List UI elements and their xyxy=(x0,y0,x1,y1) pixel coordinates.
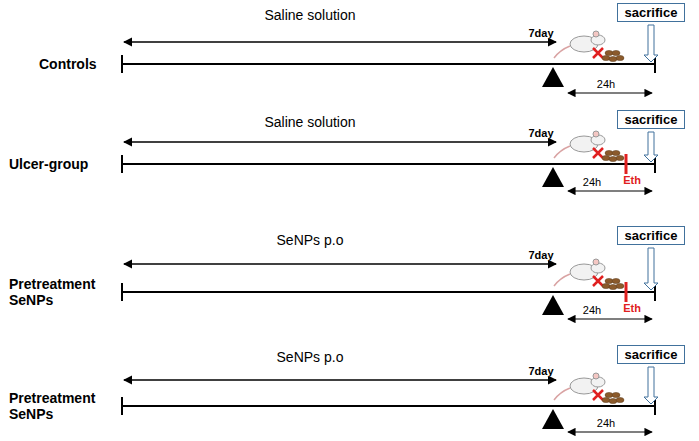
fasting-arrow xyxy=(568,92,652,93)
time-label: 24h xyxy=(582,304,602,317)
timeline xyxy=(122,63,655,65)
period-arrow xyxy=(124,141,556,142)
time-label: 7day xyxy=(527,127,554,140)
timeline-tick xyxy=(121,155,123,173)
period-arrow xyxy=(124,379,556,380)
sacrifice-arrow xyxy=(644,132,658,162)
fasting-arrow xyxy=(568,318,652,319)
no-food-cross xyxy=(593,390,603,400)
timeline-tick xyxy=(121,283,123,301)
box-text: sacrifice xyxy=(625,112,678,127)
marker-triangle xyxy=(542,409,564,429)
period-arrow xyxy=(124,263,556,264)
timeline-row xyxy=(122,248,658,319)
timeline xyxy=(122,163,655,165)
food-pellets xyxy=(602,50,624,61)
ethanol-mark xyxy=(625,282,628,302)
rat-icon xyxy=(554,131,605,158)
no-food-cross xyxy=(593,276,603,286)
fasting-arrow xyxy=(568,190,652,191)
sacrifice-box: sacrifice xyxy=(617,226,686,245)
group-label: Pretreatment SeNPs xyxy=(8,390,110,422)
rat-icon xyxy=(554,373,605,400)
period-arrow xyxy=(124,41,556,42)
timeline xyxy=(122,291,655,293)
time-label: 24h xyxy=(596,417,616,430)
time-label: 7day xyxy=(527,27,554,40)
sacrifice-arrow xyxy=(644,367,658,404)
marker-triangle xyxy=(542,67,564,87)
sacrifice-arrow xyxy=(644,25,658,62)
food-pellets xyxy=(602,150,624,161)
fasting-arrow xyxy=(568,431,652,432)
sacrifice-box: sacrifice xyxy=(617,345,686,364)
group-label: Ulcer-group xyxy=(8,156,89,172)
rat-icon xyxy=(554,31,605,58)
timeline-row xyxy=(122,367,658,432)
group-label: Pretreatment SeNPs xyxy=(8,276,110,308)
box-text: sacrifice xyxy=(625,347,678,362)
time-label: 24h xyxy=(582,176,602,189)
sacrifice-arrow xyxy=(644,248,658,290)
marker-triangle xyxy=(542,167,564,187)
time-label: SeNPs p.o xyxy=(276,349,345,365)
no-food-cross xyxy=(593,148,603,158)
time-label: Saline solution xyxy=(263,7,356,23)
ethanol-mark xyxy=(625,154,628,174)
sacrifice-box: sacrifice xyxy=(617,3,686,22)
time-label: 7day xyxy=(527,249,554,262)
timeline xyxy=(122,405,655,407)
time-label: 7day xyxy=(527,365,554,378)
marker-triangle xyxy=(542,295,564,315)
timeline-tick xyxy=(121,397,123,415)
timeline-row xyxy=(122,131,658,191)
box-text: sacrifice xyxy=(625,5,678,20)
rat-icon xyxy=(554,259,605,286)
time-label: 24h xyxy=(596,78,616,91)
sacrifice-box: sacrifice xyxy=(617,110,686,129)
timeline-row xyxy=(122,25,658,93)
food-pellets xyxy=(602,278,624,289)
food-pellets xyxy=(602,392,624,403)
no-food-cross xyxy=(593,48,603,58)
ethanol-label: Eth xyxy=(622,174,642,187)
box-text: sacrifice xyxy=(625,228,678,243)
group-label: Controls xyxy=(38,56,98,72)
ethanol-label: Eth xyxy=(622,302,642,315)
time-label: SeNPs p.o xyxy=(276,232,345,248)
time-label: Saline solution xyxy=(263,114,356,130)
timeline-tick xyxy=(121,55,123,73)
